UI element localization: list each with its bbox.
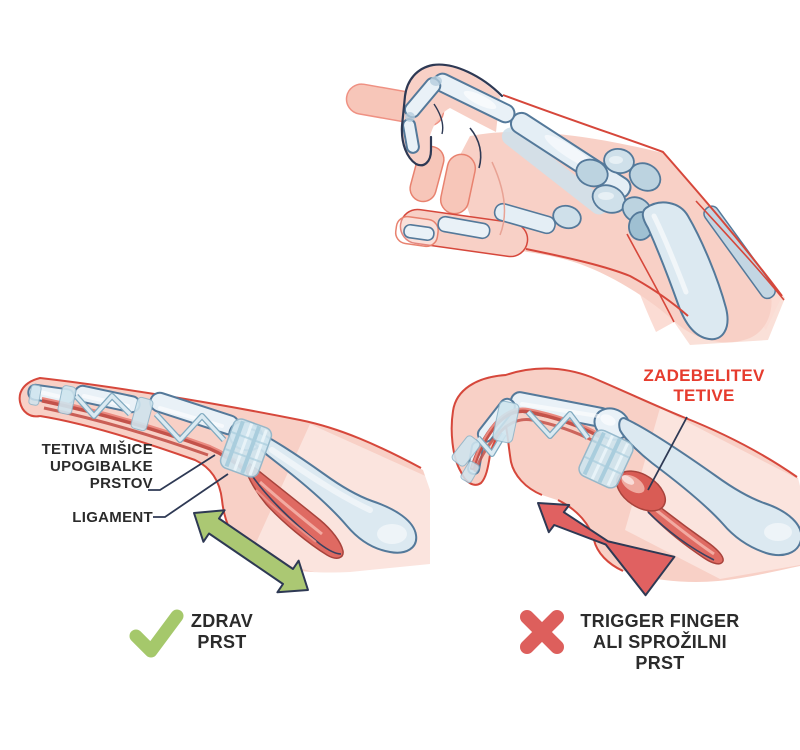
blocked-motion-arrow <box>537 502 676 597</box>
trigger-caption: TRIGGER FINGER ALI SPROŽILNI PRST <box>580 611 740 673</box>
ligament-label: LIGAMENT <box>72 509 153 526</box>
a1-pulley-ligament <box>219 418 273 478</box>
gliding-arrow <box>193 509 309 594</box>
flexor-tendon-label: TETIVA MIŠICE UPOGIBALKE PRSTOV <box>41 441 153 492</box>
a1-pulley-ligament <box>578 429 634 489</box>
tendon-thickening-label: ZADEBELITEV TETIVE <box>643 366 765 405</box>
healthy-caption: ZDRAV PRST <box>190 611 254 652</box>
hand-skeleton-illustration <box>345 63 785 345</box>
healthy-finger-illustration <box>18 376 430 594</box>
cross-icon <box>520 610 564 654</box>
check-icon <box>129 609 184 658</box>
flexed-finger-outline <box>400 63 504 167</box>
thickening-pointer-line <box>647 416 688 491</box>
ligament-pointer-line <box>153 473 229 518</box>
trigger-finger-illustration <box>450 367 800 597</box>
tendon-pointer-line <box>148 454 216 491</box>
